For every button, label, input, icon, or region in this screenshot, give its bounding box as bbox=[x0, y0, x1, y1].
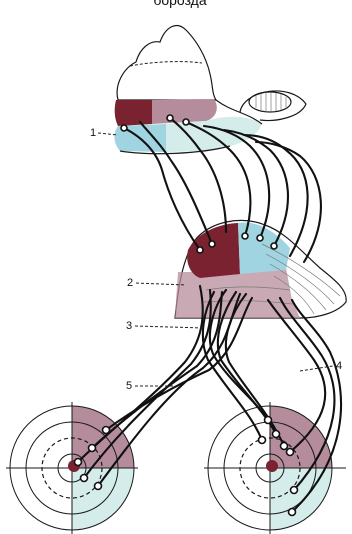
fiber-terminal bbox=[197, 247, 203, 253]
fiber-terminal bbox=[271, 243, 277, 249]
lgb-region-pink bbox=[175, 268, 300, 318]
fiber-terminal bbox=[89, 445, 96, 452]
label-4: 4 bbox=[300, 360, 342, 372]
calcarine-sulcus-dashed bbox=[130, 62, 202, 66]
fiber-terminal bbox=[81, 475, 88, 482]
right-field-quadrant-cyan bbox=[270, 468, 332, 530]
label-2-text: 2 bbox=[127, 277, 133, 289]
fiber-terminal bbox=[273, 431, 280, 438]
label-3-text: 3 bbox=[126, 320, 132, 332]
cortex-region-maroon bbox=[115, 100, 152, 126]
ventricle-striations bbox=[256, 93, 286, 111]
fiber-terminal bbox=[259, 437, 266, 444]
fiber-terminal bbox=[209, 241, 215, 247]
fiber-terminal bbox=[291, 487, 298, 494]
ventricle-oval bbox=[249, 92, 291, 112]
fiber-terminal bbox=[103, 427, 110, 434]
top-caption: борозда bbox=[153, 0, 207, 8]
ventricle-section bbox=[240, 91, 306, 121]
label-3: 3 bbox=[126, 320, 204, 332]
fiber-terminal bbox=[242, 233, 248, 239]
lgb-region-maroon bbox=[187, 223, 240, 278]
label-5-text: 5 bbox=[126, 380, 132, 392]
fiber-terminal bbox=[289, 509, 296, 516]
label-1: 1 bbox=[90, 127, 118, 139]
fiber-terminal bbox=[167, 115, 173, 121]
fiber-terminal bbox=[265, 417, 272, 424]
fiber-terminal bbox=[121, 125, 127, 131]
label-1-text: 1 bbox=[90, 127, 96, 139]
right-field-fovea bbox=[266, 460, 278, 472]
label-4-text: 4 bbox=[336, 360, 342, 372]
fiber-terminal bbox=[257, 235, 263, 241]
fiber-terminal bbox=[287, 449, 294, 456]
fiber-terminal bbox=[281, 443, 288, 450]
fiber-terminal bbox=[95, 483, 102, 490]
label-3-leader bbox=[135, 326, 204, 328]
fiber-terminal bbox=[183, 119, 189, 125]
fiber-terminal bbox=[75, 459, 82, 466]
